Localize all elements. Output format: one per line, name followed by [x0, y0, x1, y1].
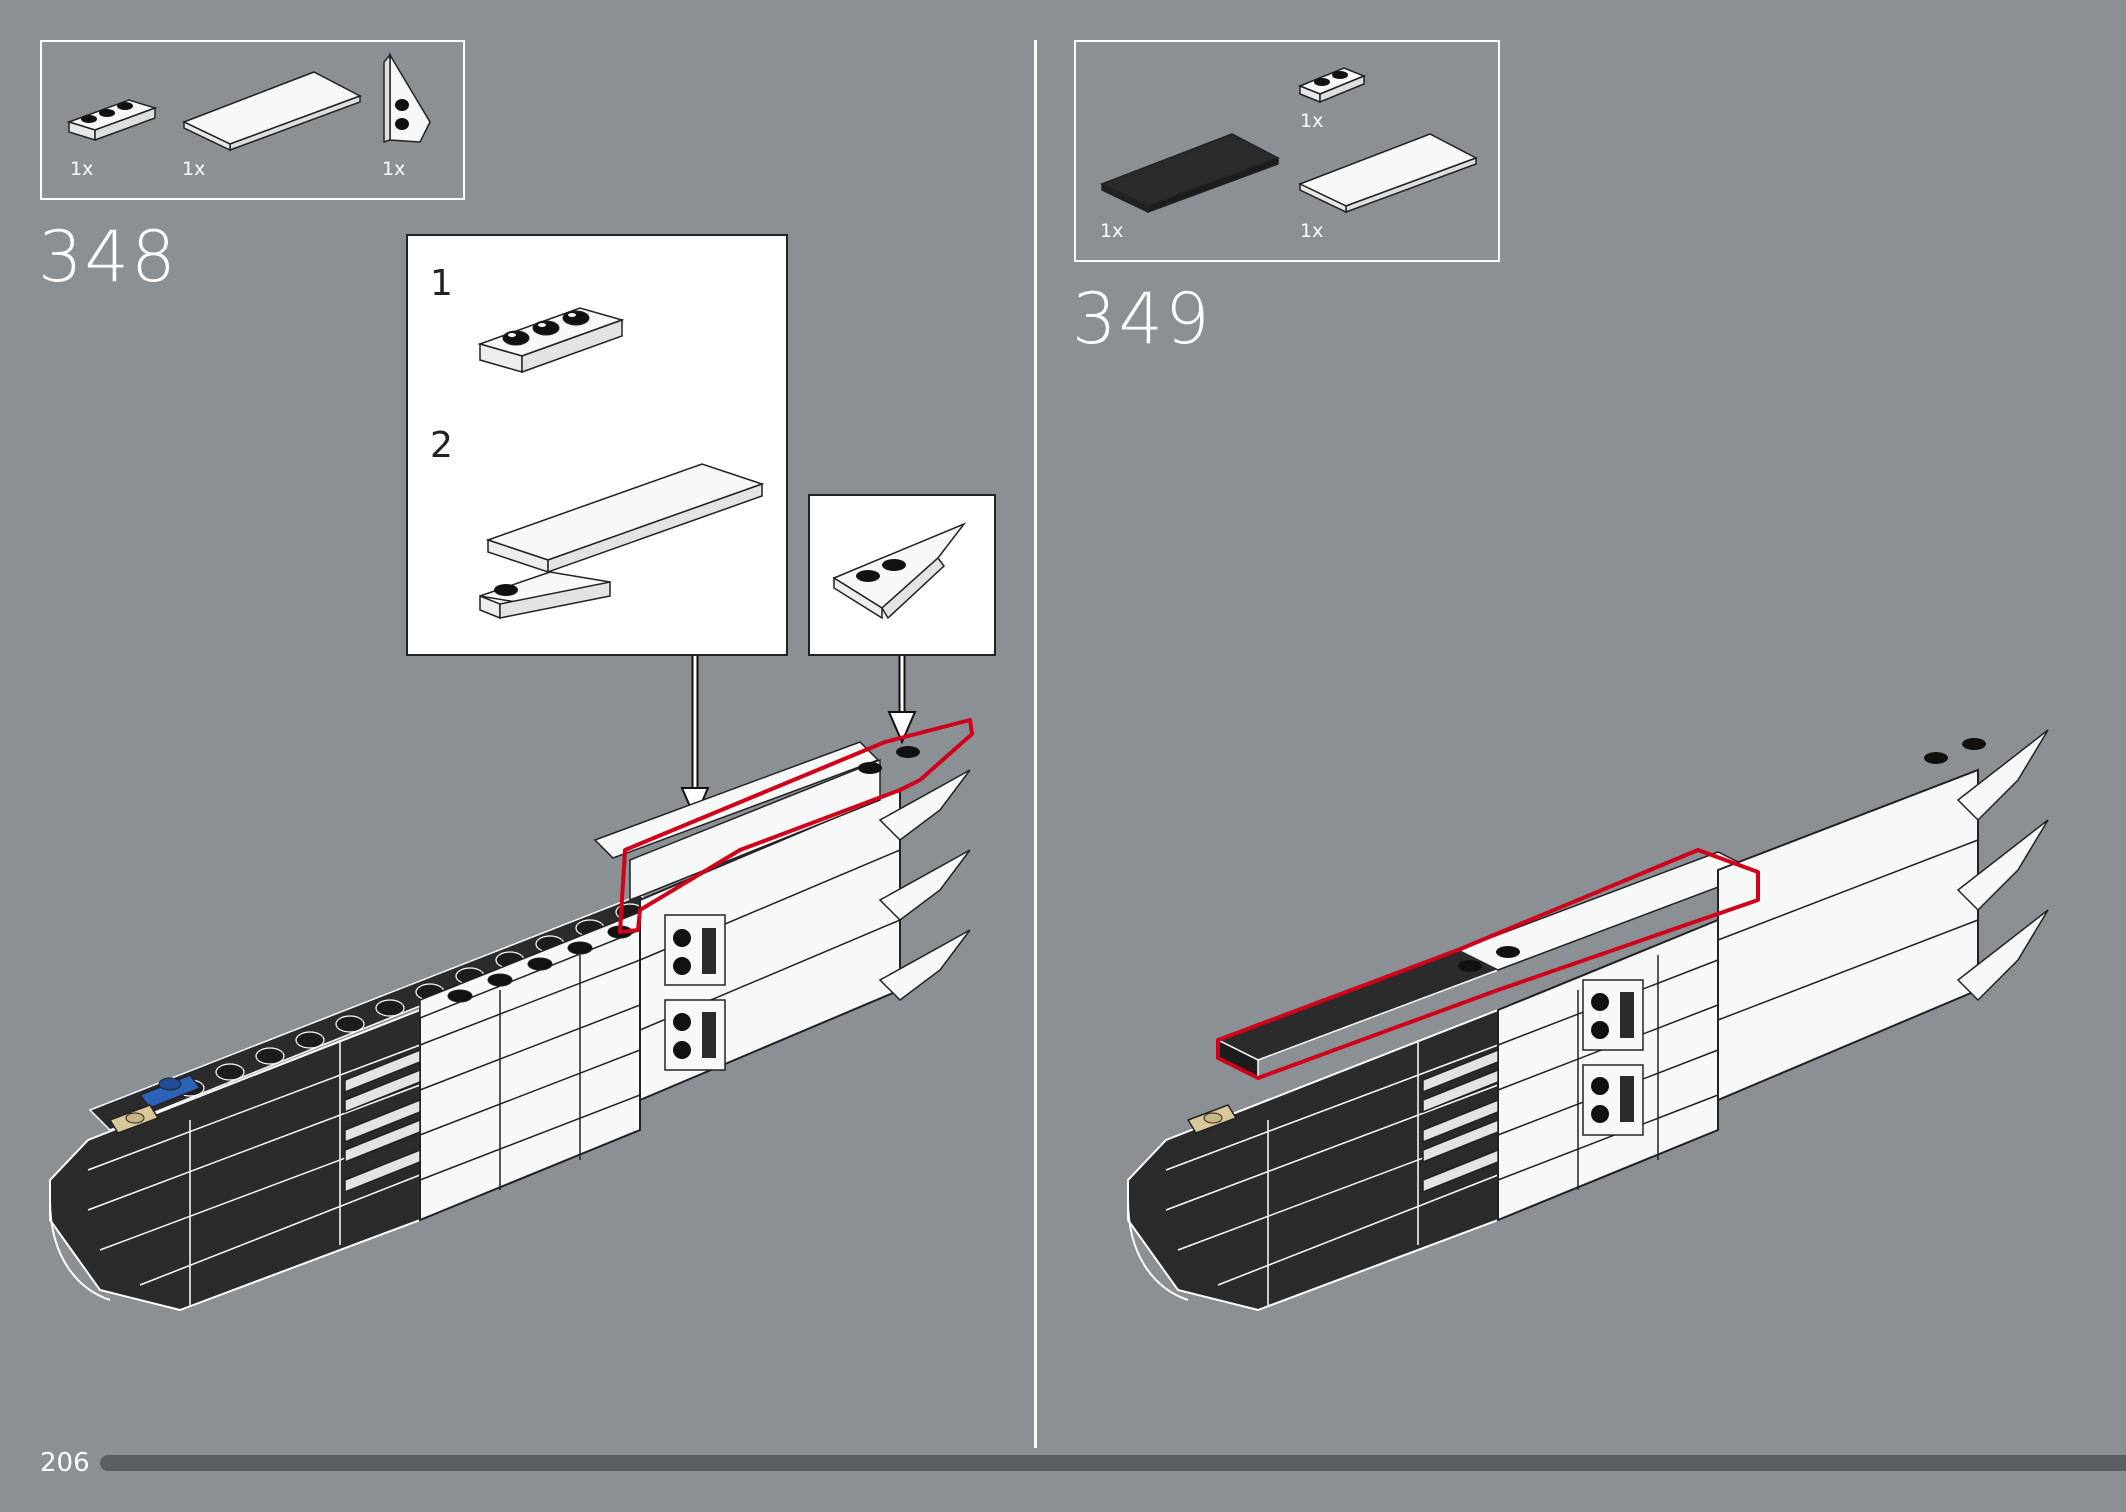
step-number-348: 348 [38, 216, 178, 298]
qty-label: 1x [1300, 110, 1324, 132]
plate-1x3-icon [66, 99, 158, 142]
tile-on-plate-icon [479, 463, 765, 620]
subassembly-callout: 1 2 [406, 234, 788, 656]
page-divider [1034, 40, 1037, 1448]
plate-1x3-icon [477, 307, 625, 374]
plate-1x2-icon [1298, 67, 1366, 104]
tile-2x6-icon [182, 71, 362, 152]
qty-label: 1x [1100, 220, 1124, 242]
wedge-callout [808, 494, 996, 656]
parts-list-349: 1x 1x 1x [1074, 40, 1500, 262]
wedge-plate-icon [832, 522, 967, 620]
substep-label: 1 [430, 263, 453, 304]
wedge-plate-icon [383, 52, 431, 144]
page-number: 206 [40, 1448, 90, 1478]
model-assembly-348 [49, 718, 974, 1312]
black-tile-2x6-icon [1100, 133, 1280, 214]
white-tile-2x6-icon [1298, 133, 1478, 214]
substep-label: 2 [430, 425, 453, 466]
parts-list-348: 1x 1x 1x [40, 40, 465, 200]
qty-label: 1x [382, 158, 406, 180]
qty-label: 1x [182, 158, 206, 180]
model-assembly-349 [1127, 729, 2049, 1312]
progress-bar [100, 1455, 2126, 1471]
qty-label: 1x [1300, 220, 1324, 242]
step-number-349: 349 [1072, 278, 1212, 360]
arrow-down-icon [887, 656, 917, 745]
qty-label: 1x [70, 158, 94, 180]
